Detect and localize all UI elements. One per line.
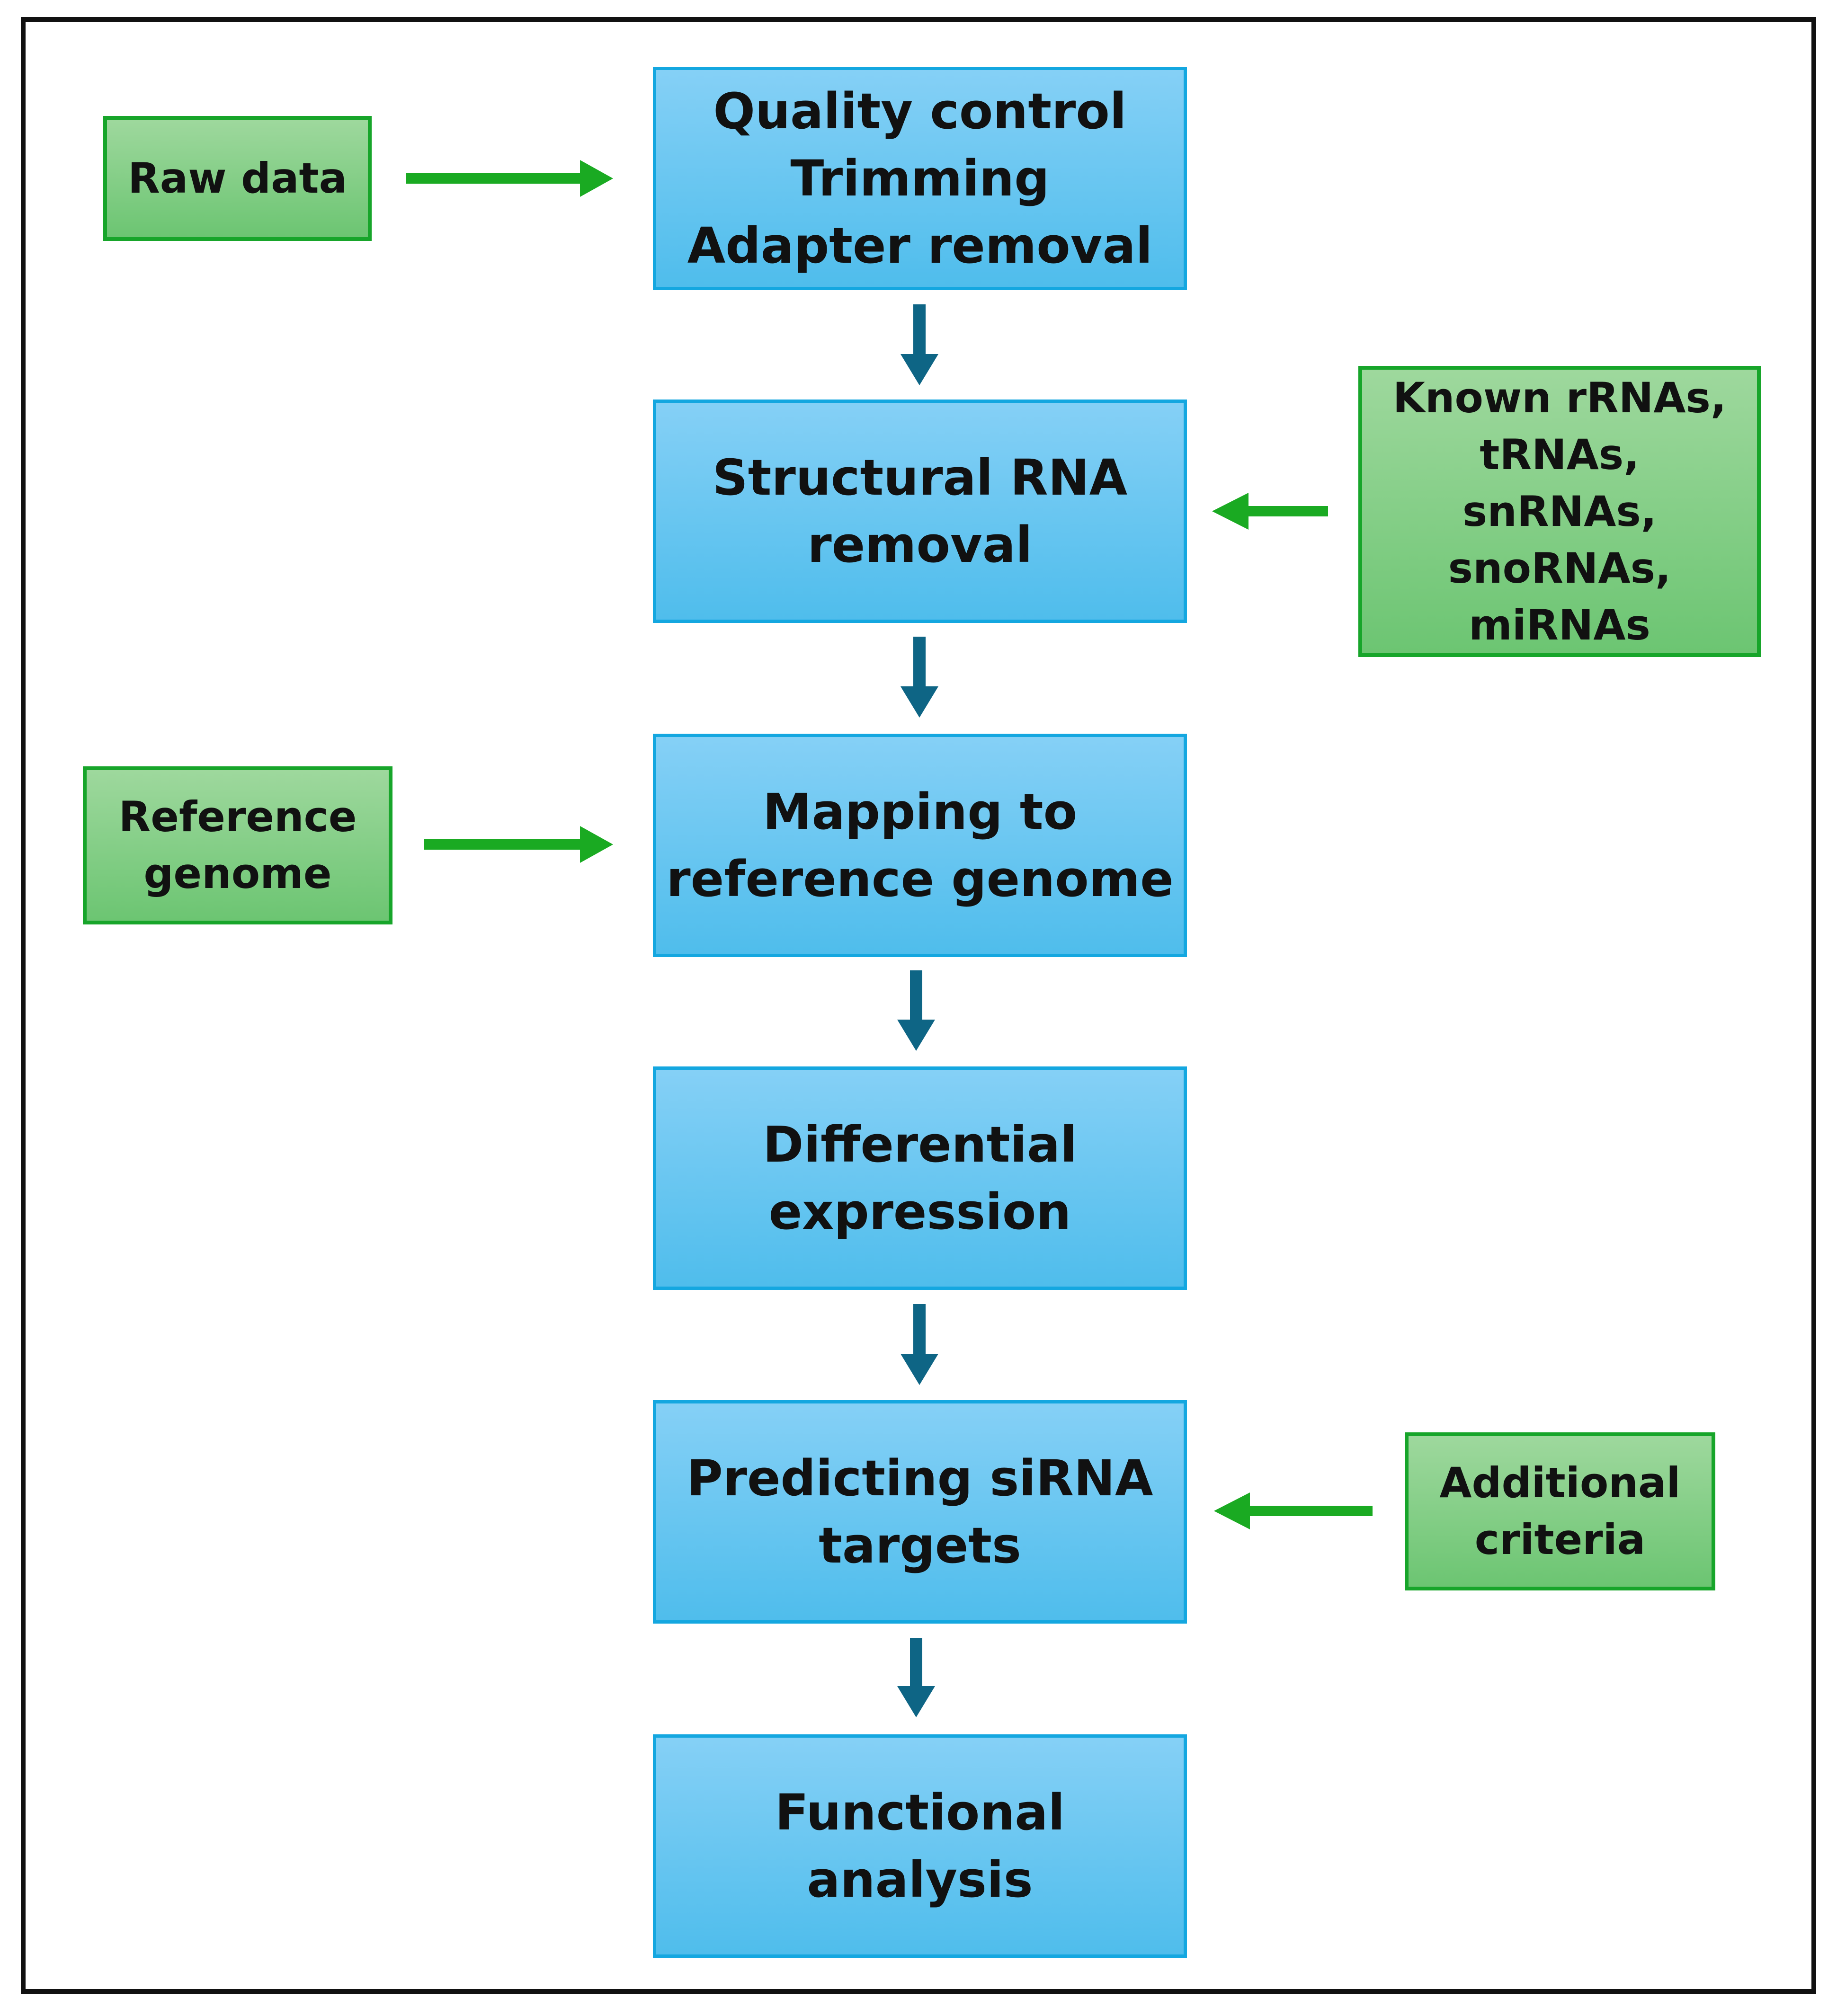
step-structural-rna-removal: Structural RNA removal bbox=[653, 400, 1187, 623]
step-line: Functional bbox=[775, 1784, 1065, 1841]
input-reference-genome: Reference genome bbox=[83, 766, 392, 924]
flow-arrow-5 bbox=[897, 1638, 935, 1717]
flow-arrow-1 bbox=[901, 304, 938, 385]
input-line: snRNAs, bbox=[1462, 487, 1657, 536]
flow-arrow-3 bbox=[897, 970, 935, 1051]
step-line: expression bbox=[768, 1183, 1071, 1241]
flow-arrow-head bbox=[901, 354, 938, 385]
input-arrow-head bbox=[1214, 1492, 1250, 1529]
input-line: Reference bbox=[118, 792, 357, 841]
step-line: targets bbox=[819, 1517, 1021, 1574]
input-arrow-known-rnas bbox=[1212, 493, 1328, 530]
input-line: genome bbox=[143, 849, 332, 898]
flow-arrow-head bbox=[897, 1686, 935, 1717]
input-known-rnas: Known rRNAs, tRNAs, snRNAs, snoRNAs, miR… bbox=[1358, 366, 1761, 657]
input-arrow-head bbox=[1212, 493, 1248, 530]
flow-arrow-2 bbox=[901, 637, 938, 718]
step-line: Predicting siRNA bbox=[687, 1449, 1153, 1507]
flow-arrow-head bbox=[897, 1020, 935, 1051]
input-raw-data: Raw data bbox=[103, 116, 372, 241]
input-line: Known rRNAs, bbox=[1392, 373, 1727, 422]
input-line: miRNAs bbox=[1469, 600, 1650, 649]
step-line: Adapter removal bbox=[687, 217, 1153, 275]
step-quality-control: Quality control Trimming Adapter removal bbox=[653, 67, 1187, 290]
step-line: analysis bbox=[807, 1851, 1033, 1909]
step-line: Trimming bbox=[790, 150, 1050, 207]
input-additional-criteria: Additional criteria bbox=[1405, 1432, 1715, 1590]
input-line: criteria bbox=[1474, 1515, 1646, 1564]
step-line: removal bbox=[807, 516, 1033, 574]
step-line: reference genome bbox=[666, 850, 1174, 908]
flow-arrow-head bbox=[901, 1354, 938, 1385]
step-line: Quality control bbox=[713, 82, 1127, 140]
step-predicting-sirna-targets: Predicting siRNA targets bbox=[653, 1400, 1187, 1624]
input-arrow-additional-criteria bbox=[1214, 1492, 1373, 1529]
step-line: Structural RNA bbox=[712, 449, 1128, 506]
step-line: Differential bbox=[763, 1116, 1077, 1173]
input-arrow-head bbox=[580, 160, 613, 197]
step-line: Mapping to bbox=[762, 783, 1078, 841]
input-line: tRNAs, bbox=[1480, 430, 1640, 479]
input-line: snoRNAs, bbox=[1448, 543, 1671, 593]
input-arrow-head bbox=[580, 826, 613, 863]
input-line: Raw data bbox=[128, 154, 347, 203]
flow-arrow-head bbox=[901, 686, 938, 718]
flow-arrow-4 bbox=[901, 1304, 938, 1385]
step-functional-analysis: Functional analysis bbox=[653, 1734, 1187, 1958]
input-arrow-reference-genome bbox=[424, 826, 613, 863]
input-arrow-raw-data bbox=[406, 160, 613, 197]
step-mapping-to-reference: Mapping to reference genome bbox=[653, 734, 1187, 957]
input-line: Additional bbox=[1439, 1458, 1681, 1507]
step-differential-expression: Differential expression bbox=[653, 1066, 1187, 1290]
